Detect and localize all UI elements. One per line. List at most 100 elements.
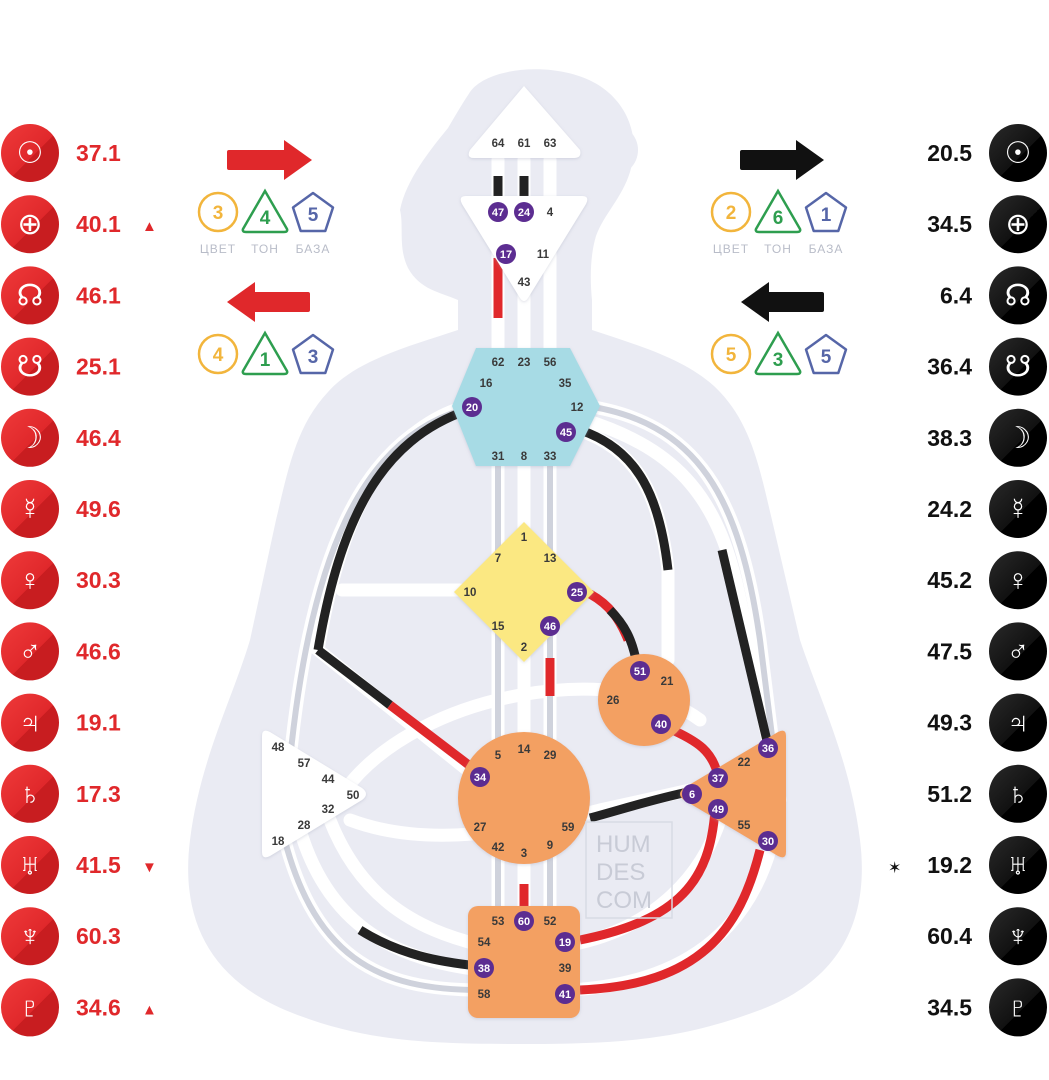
personality-row: ♃49.3 [927, 693, 1047, 752]
gate-54: 54 [478, 937, 491, 949]
personality-value: 34.5 [927, 211, 972, 237]
gate-49: 49 [708, 799, 728, 819]
active-gate-dot [682, 784, 702, 804]
color-label: ЦВЕТ [200, 242, 236, 256]
planet-glyph: ♆ [19, 920, 42, 953]
design-value: 37.1 [76, 140, 121, 166]
color-value: 4 [213, 345, 224, 366]
marker-icon: ▲ [142, 218, 157, 235]
active-gate-dot [514, 911, 534, 931]
gate-39: 39 [559, 963, 572, 975]
gate-3: 3 [521, 848, 527, 860]
marker-icon: ▲ [142, 1001, 157, 1018]
mars-icon [1, 622, 59, 681]
design-bottom-arrow [227, 282, 310, 322]
design-top-arrow [227, 140, 312, 180]
gate-7: 7 [495, 553, 501, 565]
gate-62: 62 [492, 357, 505, 369]
personality-top-arrow [740, 140, 824, 180]
gate-5: 5 [495, 750, 502, 762]
gate-number: 46 [544, 621, 556, 633]
gate-number: 7 [495, 553, 501, 565]
personality-value: 6.4 [940, 282, 972, 308]
gate-55: 55 [738, 820, 751, 832]
planet-glyph: ☿ [1007, 493, 1030, 526]
gate-number: 50 [347, 790, 360, 802]
gate-18: 18 [272, 836, 285, 848]
watermark: HUM DES COM [585, 821, 673, 919]
gate-41: 41 [555, 984, 575, 1004]
color-label: ЦВЕТ [713, 242, 749, 256]
tone-triangle-icon [241, 188, 289, 234]
gate-number: 53 [492, 916, 505, 928]
planet-glyph: ♆ [1007, 920, 1030, 953]
active-gate-dot [474, 958, 494, 978]
channel-49-19 [579, 809, 720, 945]
neptune-icon [989, 907, 1047, 966]
channel-59-6 [588, 787, 689, 823]
personality-row: ⊕34.5 [927, 195, 1047, 254]
head-center [468, 86, 581, 158]
active-gate-dot [555, 932, 575, 952]
active-gate-dot [470, 767, 490, 787]
gate-35: 35 [559, 378, 572, 390]
gate-46: 46 [540, 616, 560, 636]
active-gate-dot [514, 202, 534, 222]
gate-number: 41 [559, 989, 571, 1001]
gate-number: 30 [762, 836, 774, 848]
gate-33: 33 [544, 451, 557, 463]
personality-row: ☊6.4 [940, 266, 1047, 325]
gate-number: 20 [466, 402, 478, 414]
design-row: ♆60.3 [1, 907, 121, 966]
sun-icon [1, 124, 59, 182]
personality-value: 34.5 [927, 994, 972, 1020]
design-value: 46.4 [76, 425, 121, 451]
planet-glyph: ♅ [1007, 849, 1030, 882]
design-row: ♅41.5▼ [1, 836, 157, 894]
gate-number: 6 [689, 789, 695, 801]
active-gate-dot [567, 582, 587, 602]
personality-row: ♂47.5 [927, 622, 1047, 681]
base-pentagon-icon [291, 191, 335, 233]
gate-number: 38 [478, 963, 490, 975]
solar-plexus-center [680, 730, 786, 858]
gate-number: 25 [571, 587, 583, 599]
gate-number: 27 [474, 822, 487, 834]
design-row: ☊46.1 [1, 266, 121, 325]
uranus-icon [1, 836, 59, 894]
gate-27: 27 [474, 822, 487, 834]
saturn-icon [989, 764, 1047, 823]
active-gate-dot [462, 397, 482, 417]
gate-number: 16 [480, 378, 493, 390]
active-gate-dot [630, 661, 650, 681]
gate-number: 61 [518, 138, 531, 150]
gate-number: 45 [560, 427, 572, 439]
watermark-line-3: COM [596, 887, 652, 914]
design-row: ♄17.3 [1, 764, 121, 823]
gate-number: 64 [492, 138, 505, 150]
gate-19: 19 [555, 932, 575, 952]
north-node-icon [989, 266, 1047, 325]
personality-row: ☉20.5 [927, 124, 1047, 182]
tone-value: 1 [260, 350, 271, 371]
gate-8: 8 [521, 451, 528, 463]
gate-50: 50 [347, 790, 360, 802]
planet-glyph: ☽ [1005, 422, 1032, 455]
gate-number: 55 [738, 820, 751, 832]
gate-number: 56 [544, 357, 557, 369]
gate-number: 17 [500, 249, 512, 261]
gate-number: 59 [562, 822, 575, 834]
marker-icon: ▼ [142, 859, 157, 876]
tone-triangle-icon [754, 188, 802, 234]
planet-glyph: ♀ [1007, 564, 1030, 597]
spleen-center [262, 730, 366, 858]
personality-value: 20.5 [927, 140, 972, 166]
gate-40: 40 [651, 714, 671, 734]
design-value: 34.6 [76, 994, 121, 1020]
personality-value: 47.5 [927, 638, 972, 664]
gate-number: 42 [492, 842, 505, 854]
gate-56: 56 [544, 357, 557, 369]
design-value: 46.6 [76, 638, 121, 664]
